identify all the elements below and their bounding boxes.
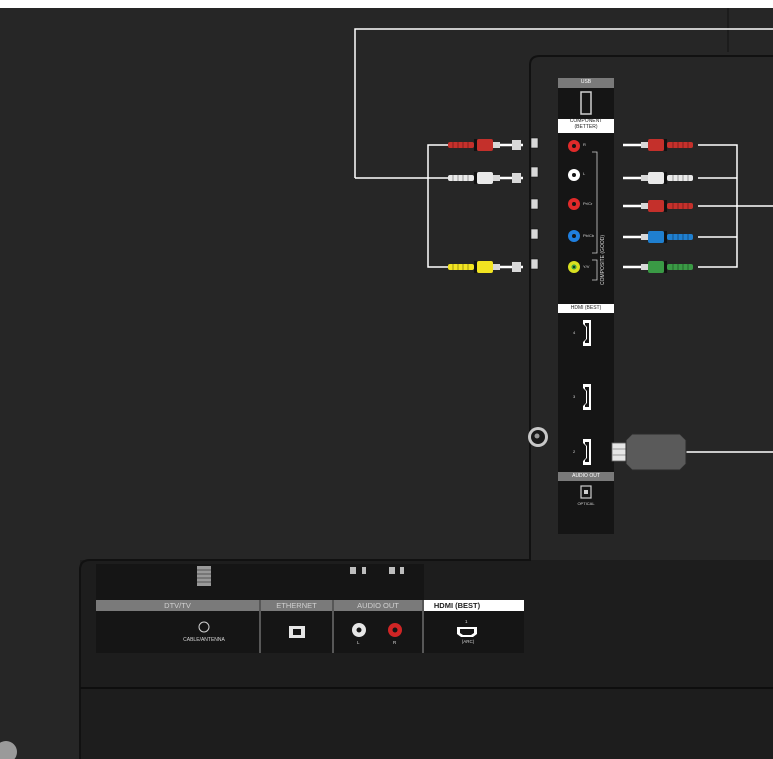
hdmi-header <box>558 304 614 313</box>
bottom-panel-upper <box>96 564 424 600</box>
jack-pr[interactable] <box>568 198 580 210</box>
usb-header <box>558 78 614 88</box>
cable-lines <box>354 28 773 453</box>
dtv-tv-label: DTV/TV <box>164 601 191 610</box>
jack-label-l: L <box>583 171 586 176</box>
jack-label-r: R <box>583 142 586 147</box>
audio-out-header <box>558 472 614 481</box>
jack-label-pb: Pb/Cb <box>583 233 595 238</box>
component-label-sub: (BETTER) <box>574 124 598 130</box>
coax-input[interactable] <box>198 621 210 633</box>
stand-mount-hole <box>0 741 17 759</box>
hdmi-port-3-label: 3 <box>573 394 576 399</box>
audio-out-side-label: AUDIO OUT <box>572 473 600 479</box>
audio-out-r[interactable] <box>388 623 402 637</box>
coax-post <box>197 566 211 586</box>
hdmi-port-1-number: 1 <box>465 619 468 624</box>
jack-l[interactable] <box>568 169 580 181</box>
composite-label: COMPOSITE (GOOD) <box>600 235 606 285</box>
jack-r[interactable] <box>568 140 580 152</box>
hdmi-cable-plug <box>611 433 687 471</box>
hdmi-bottom-label: HDMI (BEST) <box>433 601 481 610</box>
cable-antenna-label: CABLE/ANTENNA <box>183 637 225 643</box>
jack-y[interactable] <box>568 261 580 273</box>
audio-out-bottom-label: AUDIO OUT <box>357 601 399 610</box>
jack-label-pr: Pr/Cr <box>583 201 593 206</box>
optical-label: OPTICAL <box>577 501 595 506</box>
usb-port[interactable] <box>580 91 592 115</box>
ethernet-port[interactable] <box>289 626 305 638</box>
screw <box>528 427 548 447</box>
optical-port[interactable] <box>580 485 592 499</box>
usb-label: USB <box>580 79 592 85</box>
hdmi-port-2-label: 2 <box>573 449 576 454</box>
audio-l-label: L <box>357 640 360 645</box>
hdmi-side-label: HDMI (BEST) <box>570 305 602 311</box>
jack-label-y: Y/V <box>583 264 590 269</box>
ethernet-label: ETHERNET <box>276 601 317 610</box>
audio-r-label: R <box>393 640 397 645</box>
component-header <box>558 119 614 133</box>
jack-pb[interactable] <box>568 230 580 242</box>
hdmi-port-4-label: 4 <box>573 330 576 335</box>
audio-out-l[interactable] <box>352 623 366 637</box>
component-label: COMPONENT <box>569 118 603 124</box>
arc-label: (ARC) <box>461 639 475 644</box>
